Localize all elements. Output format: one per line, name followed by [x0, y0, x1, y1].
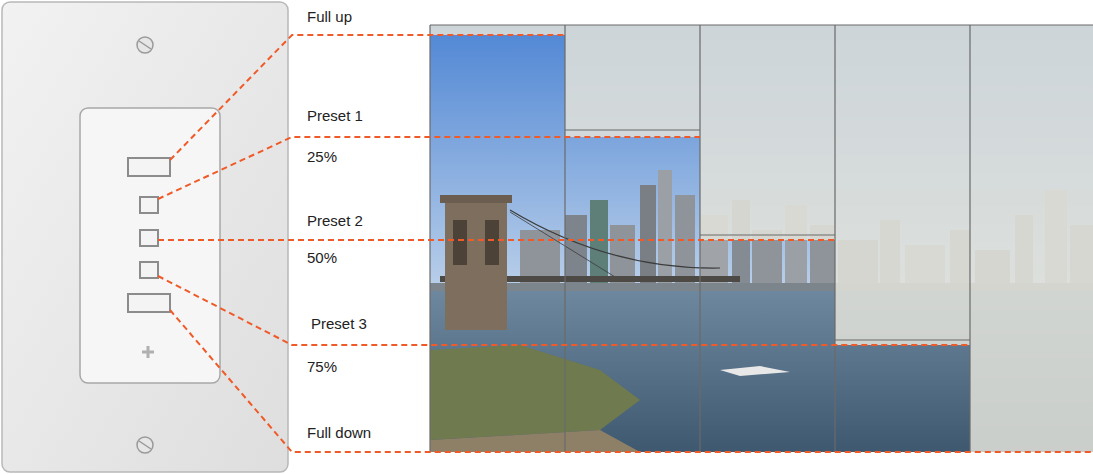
button — [128, 294, 170, 312]
preset-label: Preset 2 — [307, 212, 363, 230]
preset-label: Preset 3 — [311, 315, 367, 333]
button — [140, 230, 158, 246]
preset-label: Full down — [307, 424, 371, 442]
preset-label: Preset 1 — [307, 107, 363, 125]
park-land — [430, 345, 640, 440]
preset-label: 25% — [307, 148, 337, 166]
shade-fabric — [430, 25, 1093, 452]
panorama-photo — [430, 25, 1093, 452]
preset-label: Full up — [307, 8, 352, 26]
screw — [137, 37, 153, 53]
button — [128, 158, 170, 176]
leader-lines — [158, 35, 1093, 452]
preset-label: 50% — [307, 249, 337, 267]
wall-keypad — [2, 2, 288, 472]
button — [140, 262, 158, 278]
plus-mark — [142, 346, 154, 358]
button — [140, 197, 158, 213]
wall-plate — [2, 2, 288, 472]
keypad-face — [80, 108, 220, 383]
bridge — [440, 195, 740, 330]
shade-frames — [430, 25, 1093, 452]
screw — [137, 437, 153, 453]
preset-label: 75% — [307, 358, 337, 376]
